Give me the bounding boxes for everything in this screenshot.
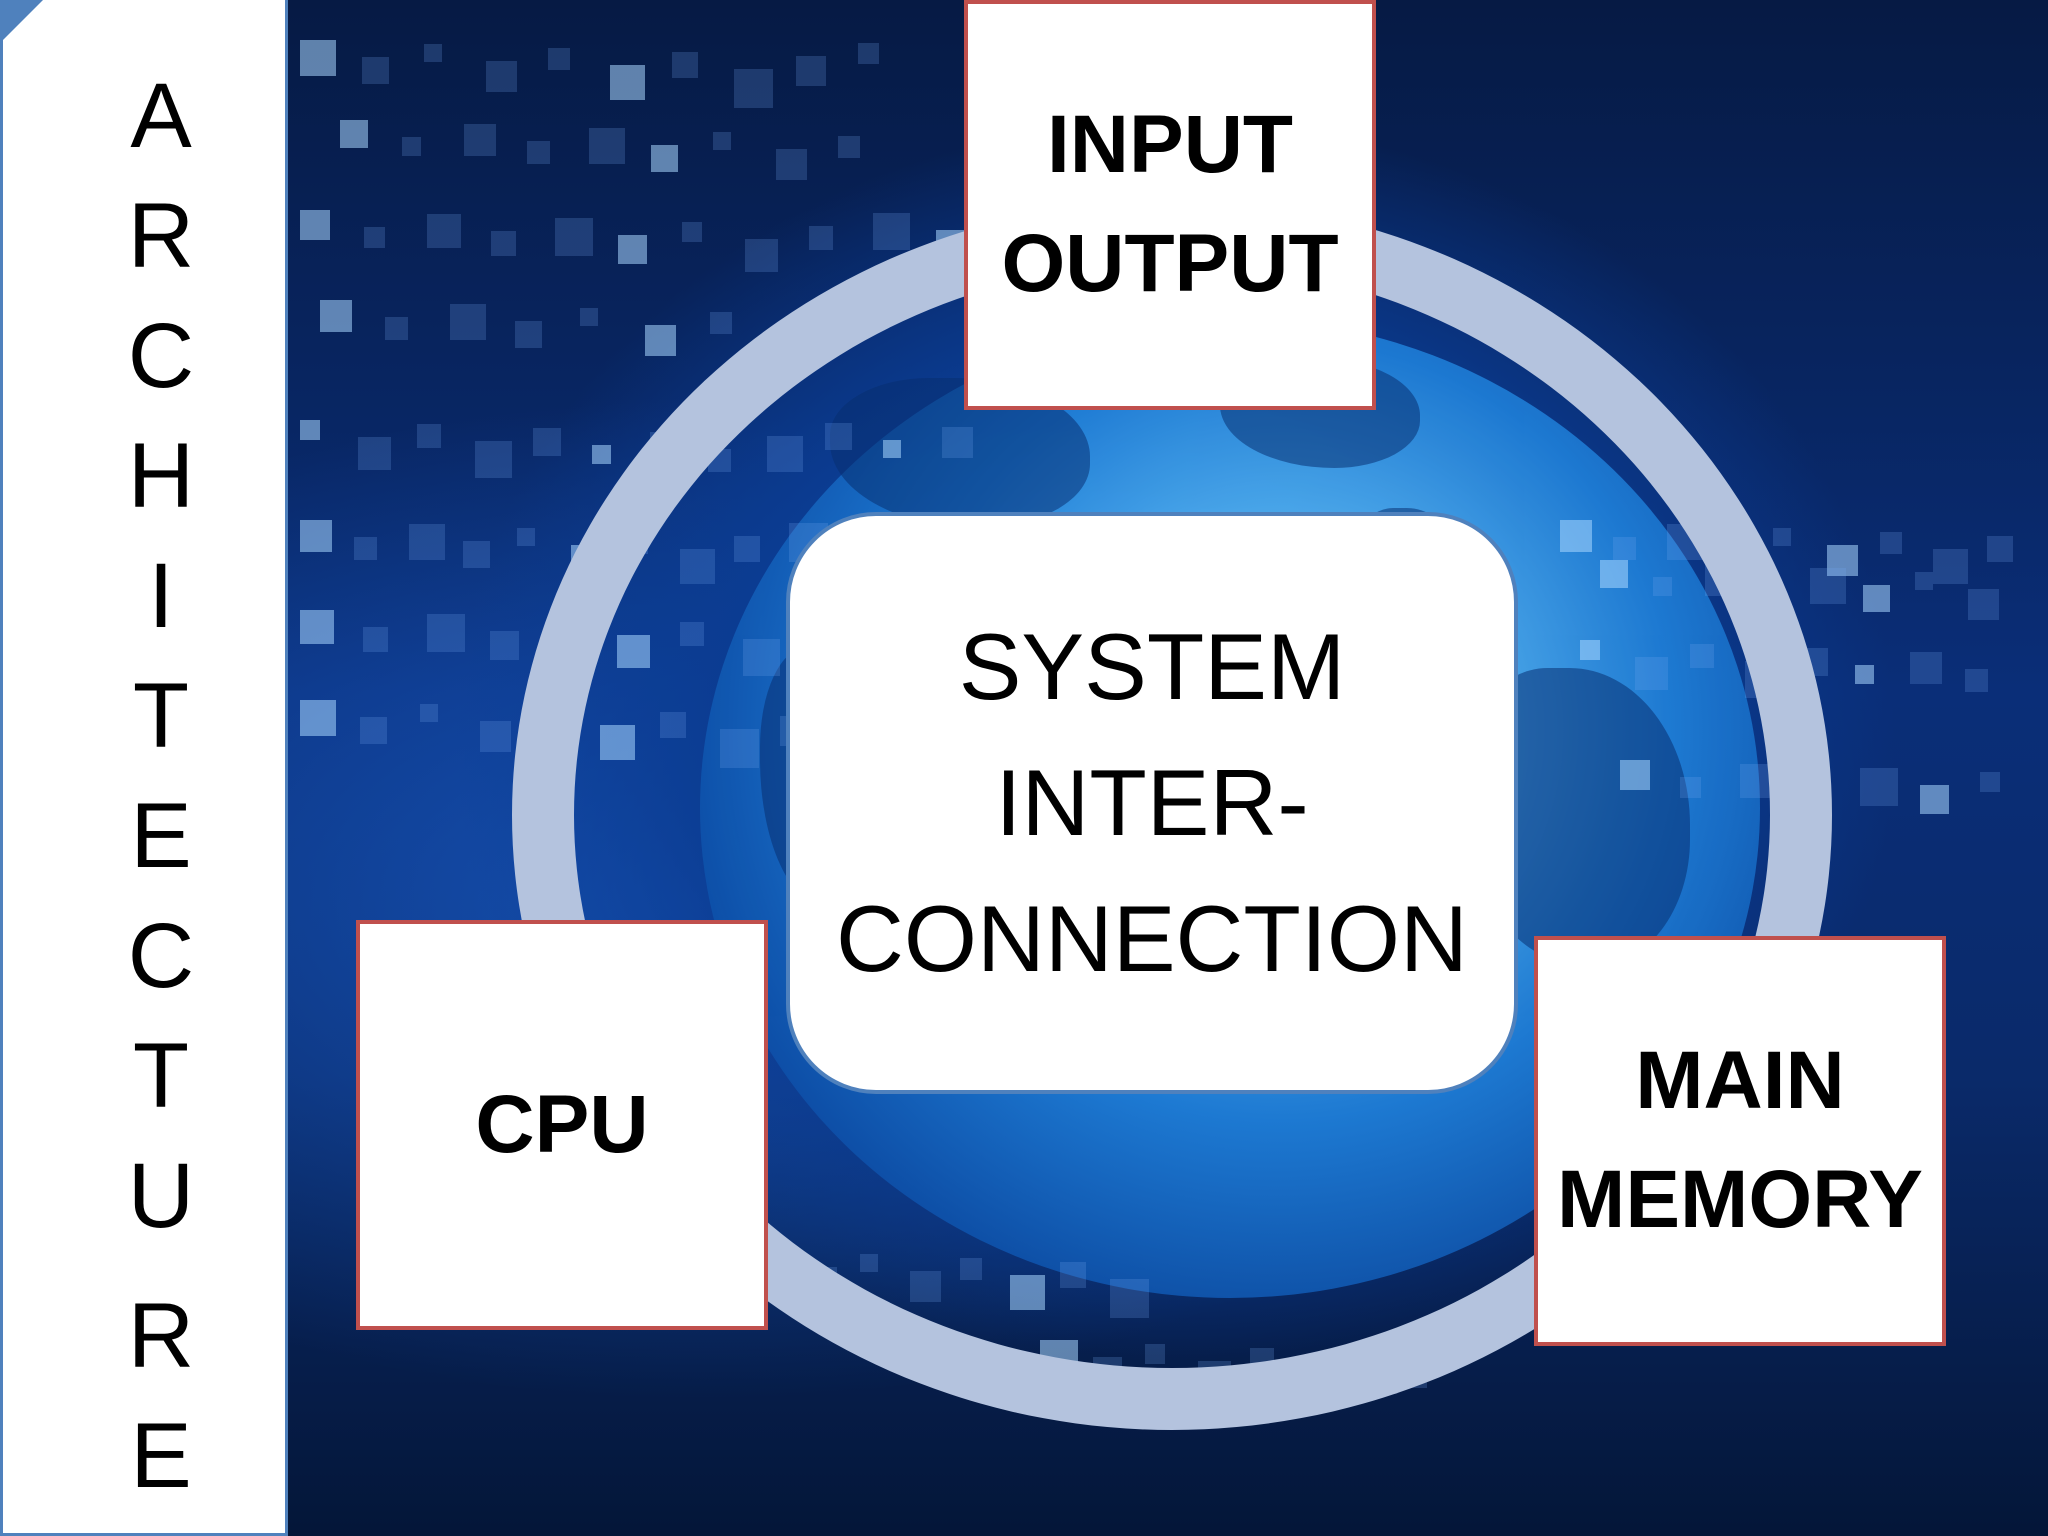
- cpu-box: CPU: [356, 920, 768, 1330]
- box-line: MAIN: [1635, 1035, 1845, 1127]
- main-memory-box: MAIN MEMORY: [1534, 936, 1946, 1346]
- side-letter: E: [130, 785, 192, 887]
- tile-decoration: [672, 52, 698, 78]
- tile-decoration: [363, 227, 385, 248]
- tile-decoration: [591, 445, 611, 464]
- tile-decoration: [515, 321, 542, 348]
- tile-decoration: [588, 128, 625, 164]
- box-line: INPUT: [1047, 99, 1293, 191]
- side-letter: C: [127, 905, 195, 1007]
- side-letter: T: [132, 665, 190, 767]
- tile-decoration: [837, 136, 860, 158]
- tile-decoration: [416, 424, 441, 448]
- tile-decoration: [1967, 589, 1999, 620]
- tile-decoration: [490, 231, 516, 256]
- tile-decoration: [300, 40, 336, 76]
- tile-decoration: [713, 132, 732, 150]
- tile-decoration: [580, 308, 598, 326]
- side-letter: U: [127, 1145, 195, 1247]
- tile-decoration: [809, 226, 834, 250]
- tile-decoration: [1933, 549, 1969, 584]
- tile-decoration: [300, 610, 334, 644]
- tile-decoration: [734, 69, 773, 108]
- side-letter: C: [127, 305, 195, 407]
- tile-decoration: [420, 704, 438, 722]
- tile-decoration: [526, 141, 550, 164]
- tile-decoration: [1980, 772, 2000, 792]
- tile-decoration: [486, 61, 517, 92]
- tile-decoration: [745, 239, 779, 272]
- tile-decoration: [490, 631, 519, 660]
- tile-decoration: [300, 700, 336, 736]
- panel-corner-notch: [3, 0, 43, 40]
- tile-decoration: [517, 528, 536, 546]
- center-line: INTER-: [995, 749, 1309, 855]
- center-line: SYSTEM: [958, 613, 1346, 719]
- side-letter: R: [127, 1285, 195, 1387]
- tile-decoration: [340, 120, 368, 148]
- tile-decoration: [1986, 536, 2013, 562]
- tile-decoration: [1855, 665, 1874, 684]
- architecture-side-panel: A R C H I T E C T U R E: [0, 0, 288, 1536]
- tile-decoration: [554, 218, 593, 256]
- tile-decoration: [651, 145, 679, 172]
- tile-decoration: [408, 524, 445, 560]
- tile-decoration: [645, 325, 676, 356]
- tile-decoration: [1915, 572, 1933, 590]
- side-letter: E: [130, 1405, 192, 1507]
- tile-decoration: [775, 149, 807, 180]
- tile-decoration: [402, 137, 422, 156]
- side-letter: I: [148, 545, 174, 647]
- box-line: CPU: [475, 1078, 649, 1170]
- tile-decoration: [300, 210, 330, 240]
- tile-decoration: [710, 312, 732, 334]
- tile-decoration: [548, 48, 570, 70]
- tile-decoration: [354, 537, 378, 560]
- tile-decoration: [426, 614, 465, 652]
- input-output-box: INPUT OUTPUT: [964, 0, 1376, 410]
- system-interconnection-box: SYSTEM INTER- CONNECTION: [786, 512, 1518, 1094]
- tile-decoration: [360, 717, 387, 744]
- tile-decoration: [1910, 652, 1942, 684]
- tile-decoration: [1880, 532, 1902, 554]
- tile-decoration: [363, 627, 389, 652]
- tile-decoration: [300, 420, 320, 440]
- side-letter: A: [130, 65, 192, 167]
- tile-decoration: [450, 304, 486, 340]
- tile-decoration: [1965, 669, 1988, 692]
- tile-decoration: [1920, 785, 1949, 814]
- tile-decoration: [475, 441, 512, 478]
- box-line: OUTPUT: [1001, 218, 1339, 309]
- tile-decoration: [320, 300, 352, 332]
- tile-decoration: [424, 44, 442, 62]
- tile-decoration: [533, 428, 562, 456]
- tile-decoration: [610, 65, 645, 100]
- tile-decoration: [358, 437, 392, 470]
- tile-decoration: [1860, 768, 1898, 806]
- side-letter: H: [127, 425, 195, 527]
- tile-decoration: [464, 124, 497, 156]
- side-letter: R: [127, 185, 195, 287]
- tile-decoration: [796, 56, 826, 86]
- tile-decoration: [618, 235, 648, 264]
- tile-decoration: [427, 214, 462, 248]
- tile-decoration: [1773, 528, 1792, 546]
- tile-decoration: [300, 520, 332, 552]
- tile-decoration: [462, 541, 490, 568]
- tile-decoration: [385, 317, 408, 340]
- tile-decoration: [480, 721, 511, 752]
- tile-decoration: [872, 213, 910, 250]
- tile-decoration: [362, 57, 389, 84]
- tile-decoration: [681, 222, 702, 242]
- side-letter: T: [132, 1025, 190, 1127]
- tile-decoration: [1810, 568, 1846, 604]
- center-line: CONNECTION: [836, 886, 1468, 992]
- tile-decoration: [1826, 545, 1858, 576]
- tile-decoration: [858, 43, 879, 64]
- tile-decoration: [1862, 585, 1890, 612]
- box-line: MEMORY: [1557, 1154, 1923, 1245]
